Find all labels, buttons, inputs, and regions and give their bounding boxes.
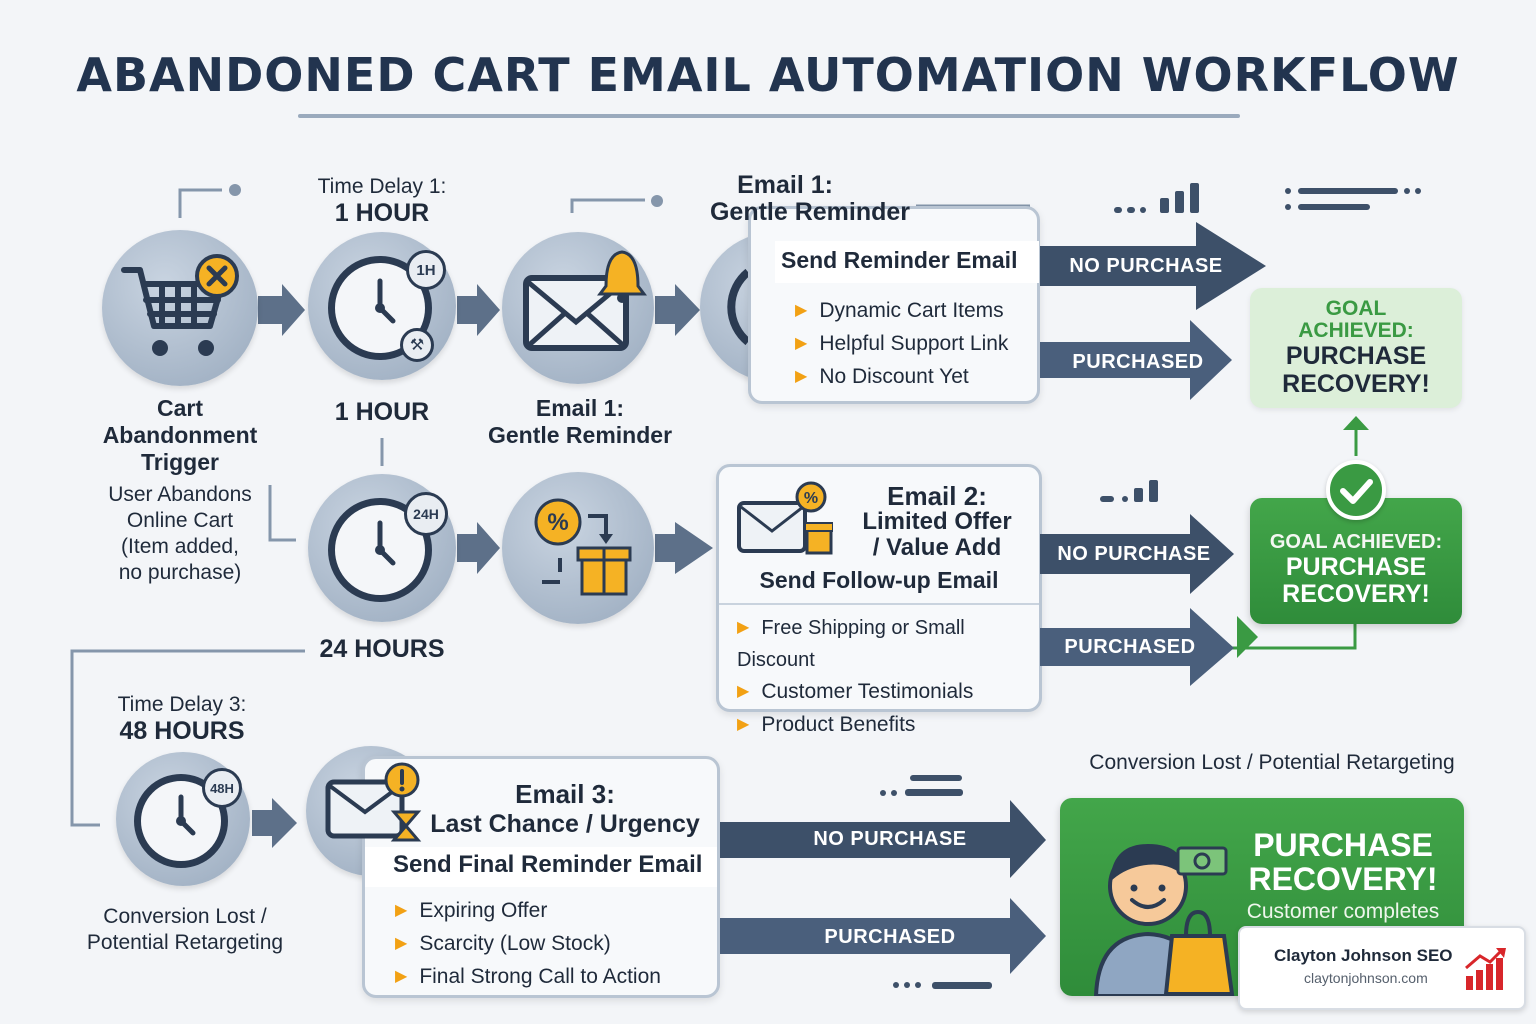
svg-text:%: % — [547, 509, 568, 536]
delay3-caption: Time Delay 3: — [117, 693, 247, 716]
page-title: ABANDONED CART EMAIL AUTOMATION WORKFLOW — [76, 48, 1460, 102]
discount-gift-icon: % — [534, 498, 632, 596]
email1-circle — [502, 232, 654, 384]
email2-action: Send Follow-up Email — [759, 567, 999, 593]
delay1-caption: Time Delay 1: — [317, 175, 447, 198]
brand-name: Clayton Johnson SEO — [1274, 946, 1453, 965]
row1-purchased: PURCHASED — [1072, 351, 1204, 373]
delay1-below: 1 HOUR — [334, 398, 430, 426]
clock-icon — [134, 774, 228, 868]
row2-purchased: PURCHASED — [1064, 636, 1196, 658]
checkmark-icon — [1326, 460, 1386, 520]
list-item: No Discount Yet — [795, 361, 1008, 394]
trigger-title: Cart Abandonment Trigger — [102, 395, 258, 475]
goal1-line1: GOAL — [1325, 297, 1387, 320]
row1-outcome-arrows — [1040, 222, 1266, 400]
delay3-circle: 48H — [116, 752, 250, 886]
list-item: Scarcity (Low Stock) — [395, 928, 661, 961]
row3-outcome-arrows — [720, 800, 1046, 974]
envelope-hourglass-icon — [325, 762, 422, 842]
email1-card: Send Reminder Email Dynamic Cart Items H… — [748, 206, 1040, 404]
goal2-line3: RECOVERY! — [1282, 580, 1430, 608]
email1-bullets: Dynamic Cart Items Helpful Support Link … — [795, 295, 1008, 394]
trigger-description: User Abandons Online Cart (Item added, n… — [108, 483, 252, 584]
list-item: Dynamic Cart Items — [795, 295, 1008, 328]
delay2-badge: 24H — [404, 492, 448, 536]
list-item: Product Benefits — [737, 709, 1039, 742]
delay1-value: 1 HOUR — [334, 199, 430, 227]
email3-action: Send Final Reminder Email — [393, 851, 703, 878]
goal1-line4: RECOVERY! — [1282, 370, 1430, 398]
customer-shopping-icon — [1093, 844, 1235, 996]
offer-circle: % — [502, 472, 654, 624]
delay1-circle: 1H ⚒ — [308, 232, 456, 380]
timer-tools-icon: ⚒ — [400, 328, 434, 362]
goal2-line1: GOAL ACHIEVED: — [1269, 531, 1443, 553]
delay2-circle: 24H — [308, 474, 456, 622]
goal1-box: GOAL ACHIEVED: PURCHASE RECOVERY! — [1250, 288, 1462, 408]
final-title: PURCHASE RECOVERY! — [1248, 827, 1438, 897]
cart-trigger-circle — [102, 230, 258, 386]
goal2-box: GOAL ACHIEVED: PURCHASE RECOVERY! — [1250, 498, 1462, 624]
email1-label: Email 1: Gentle Reminder — [487, 395, 673, 448]
email2-card: % Email 2: Limited Offer / Value Add Sen… — [716, 464, 1042, 736]
email3-bullets: Expiring Offer Scarcity (Low Stock) Fina… — [395, 895, 661, 994]
email3-title: Email 3: Last Chance / Urgency — [430, 779, 700, 838]
envelope-gift-icon: % — [737, 481, 833, 555]
email1-card-title: Email 1: Gentle Reminder — [709, 171, 911, 226]
email2-title: Email 2: Limited Offer / Value Add — [862, 481, 1012, 561]
row2-no-purchase: NO PURCHASE — [1057, 543, 1211, 565]
list-item: Free Shipping or Small Discount — [737, 613, 1039, 676]
email1-action: Send Reminder Email — [781, 247, 1018, 273]
row1-no-purchase: NO PURCHASE — [1069, 255, 1223, 277]
delay3-value: 48 HOURS — [119, 717, 245, 745]
delay3-badge: 48H — [202, 768, 242, 808]
goal1-line3: PURCHASE — [1285, 342, 1427, 370]
brand-url[interactable]: claytonjohnson.com — [1304, 970, 1428, 986]
lost-caption-right: Conversion Lost / Potential Retargeting — [1089, 751, 1455, 774]
goal1-line2: ACHIEVED: — [1298, 319, 1414, 342]
list-item: Customer Testimonials — [737, 676, 1039, 709]
final-subtitle: Customer completes — [1246, 900, 1440, 923]
row2-outcome-arrows — [1040, 514, 1234, 686]
list-item: Final Strong Call to Action — [395, 961, 661, 994]
delay1-badge: 1H — [406, 250, 446, 290]
brand-badge[interactable]: Clayton Johnson SEO claytonjohnson.com — [1238, 926, 1526, 1010]
list-item: Expiring Offer — [395, 895, 661, 928]
lost-caption-left: Conversion Lost / Potential Retargeting — [86, 905, 284, 954]
email2-bullets: Free Shipping or Small Discount Customer… — [737, 613, 1039, 742]
svg-text:%: % — [804, 490, 818, 507]
row3-purchased: PURCHASED — [824, 926, 956, 948]
envelope-bell-icon — [523, 250, 647, 351]
title-underline — [298, 114, 1240, 118]
row3-no-purchase: NO PURCHASE — [813, 828, 967, 850]
growth-chart-icon — [1465, 948, 1506, 990]
delay2-value: 24 HOURS — [319, 635, 445, 663]
goal2-line2: PURCHASE — [1285, 553, 1427, 581]
email3-card: Email 3: Last Chance / Urgency Send Fina… — [362, 756, 720, 998]
list-item: Helpful Support Link — [795, 328, 1008, 361]
shopping-cart-icon — [121, 254, 239, 356]
